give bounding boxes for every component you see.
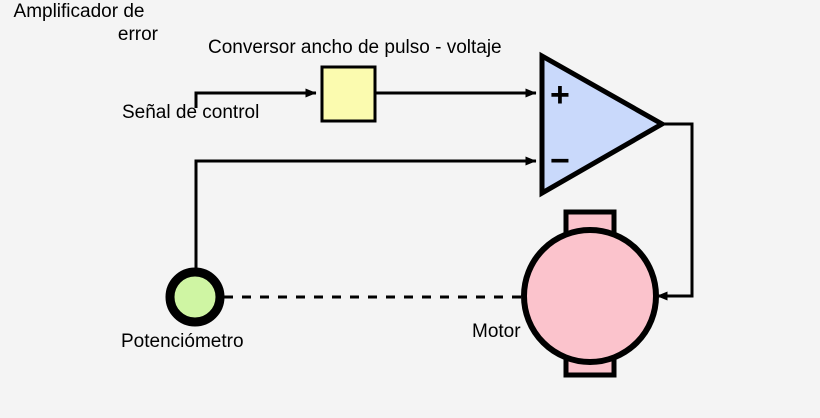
motor-symbol [521,209,659,378]
potentiometer-symbol [165,267,225,327]
amplifier-label-line1: Amplificador de [13,1,145,22]
pulse-width-to-voltage-converter-block [320,65,377,123]
control-signal-label: Señal de control [122,102,260,123]
converter-label: Conversor ancho de pulso - voltaje [208,37,502,58]
amplifier-inverting-input-sign: − [550,142,570,180]
wire-amplifier-output-to-motor [656,122,694,301]
amplifier-noninverting-input-sign: + [550,76,570,114]
wire-potentiometer-to-amplifier-minus [194,156,537,272]
amplifier-label-line2: error [117,24,158,45]
potentiometer-label: Potenciómetro [121,331,244,352]
amplifier-label-group: Amplificador de error [0,0,158,46]
wire-control-signal-to-converter [194,88,317,108]
error-amplifier-symbol [539,51,668,198]
motor-label: Motor [472,321,521,342]
